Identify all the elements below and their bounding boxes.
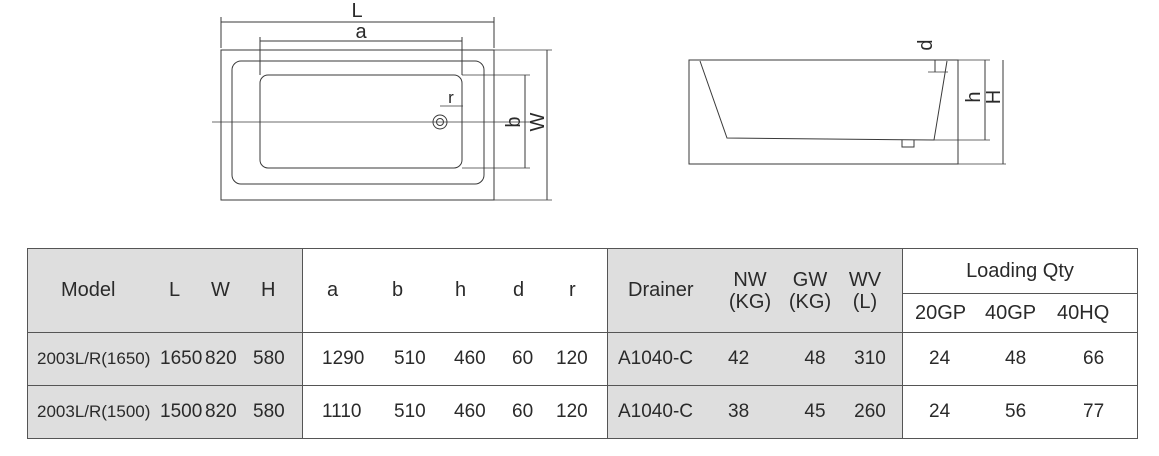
header-nw: NW	[733, 268, 767, 291]
row-dims-cell: 1290 510 460 60 120	[302, 332, 608, 386]
dim-label-r: r	[448, 88, 454, 107]
row-40gp: 48	[1005, 348, 1027, 369]
row-model-cell: 2003L/R(1650) 1650 820 580	[27, 332, 303, 386]
header-r: r	[569, 279, 576, 301]
dim-label-W: W	[527, 112, 549, 131]
header-20gp: 20GP	[915, 301, 967, 324]
dim-label-a: a	[355, 21, 367, 43]
row-d: 60	[512, 348, 534, 369]
top-view-drawing	[212, 17, 552, 201]
table-row: 2003L/R(1650) 1650 820 580 1290 510 460 …	[27, 332, 1138, 386]
header-h: h	[455, 279, 467, 301]
dim-label-L: L	[351, 0, 362, 22]
dim-label-H: H	[983, 90, 1005, 104]
row-20gp: 24	[929, 348, 951, 369]
row-drainer: A1040-C	[618, 401, 693, 422]
header-gw-group: GW (KG)	[780, 269, 840, 313]
header-nw-unit: (KG)	[728, 290, 772, 313]
row-gw: 45	[804, 401, 826, 422]
header-H: H	[261, 279, 276, 301]
header-drainer-weights: Drainer NW (KG) GW (KG) WV (L)	[607, 248, 903, 333]
header-containers: 20GP 40GP 40HQ	[902, 293, 1138, 333]
row-drainer-cell: A1040-C 38 45 260	[607, 385, 903, 439]
row-W: 820	[205, 348, 237, 369]
row-a: 1290	[322, 348, 365, 369]
row-r: 120	[556, 348, 588, 369]
row-wv: 260	[854, 401, 886, 422]
row-W: 820	[205, 401, 237, 422]
row-40gp: 56	[1005, 401, 1027, 422]
row-wv: 310	[854, 348, 886, 369]
header-b: b	[392, 279, 404, 301]
row-H: 580	[253, 348, 285, 369]
side-view-drawing	[688, 59, 1006, 165]
row-20gp: 24	[929, 401, 951, 422]
row-r: 120	[556, 401, 588, 422]
row-model: 2003L/R(1650)	[37, 349, 151, 368]
header-gw: GW	[792, 268, 828, 291]
row-h: 460	[454, 348, 486, 369]
header-wv-unit: (L)	[852, 290, 878, 313]
row-d: 60	[512, 401, 534, 422]
row-L: 1650	[160, 348, 203, 369]
row-loading-cell: 24 56 77	[902, 385, 1138, 439]
top-view-labels: L a r b W	[351, 0, 549, 131]
header-wv: WV	[848, 268, 882, 291]
row-b: 510	[394, 401, 426, 422]
header-model: Model	[61, 279, 116, 301]
dim-label-d: d	[915, 39, 937, 50]
header-40gp: 40GP	[985, 301, 1037, 324]
spec-table: Model L W H a b h d r Drainer NW (KG)	[27, 248, 1138, 439]
technical-drawing: L a r b W d h H	[212, 0, 1006, 201]
row-nw: 42	[728, 348, 750, 369]
header-loading-qty: Loading Qty	[902, 248, 1138, 294]
header-d: d	[513, 279, 525, 301]
header-nw-group: NW (KG)	[720, 269, 780, 313]
header-gw-unit: (KG)	[788, 290, 832, 313]
row-loading-cell: 24 48 66	[902, 332, 1138, 386]
row-dims-cell: 1110 510 460 60 120	[302, 385, 608, 439]
header-dims: a b h d r	[302, 248, 608, 333]
header-drainer: Drainer	[628, 279, 694, 301]
row-h: 460	[454, 401, 486, 422]
header-wv-group: WV (L)	[840, 269, 890, 313]
row-model: 2003L/R(1500)	[37, 402, 151, 421]
row-40hq: 77	[1083, 401, 1105, 422]
row-drainer-cell: A1040-C 42 48 310	[607, 332, 903, 386]
row-H: 580	[253, 401, 285, 422]
row-model-cell: 2003L/R(1500) 1500 820 580	[27, 385, 303, 439]
side-view-labels: d h H	[915, 39, 1005, 104]
header-W: W	[211, 279, 230, 301]
row-a: 1110	[322, 401, 362, 422]
row-gw: 48	[804, 348, 826, 369]
row-b: 510	[394, 348, 426, 369]
dim-label-b: b	[503, 116, 525, 127]
header-model-dims: Model L W H	[27, 248, 303, 333]
table-row: 2003L/R(1500) 1500 820 580 1110 510 460 …	[27, 385, 1138, 439]
row-40hq: 66	[1083, 348, 1105, 369]
row-L: 1500	[160, 401, 203, 422]
dim-label-h: h	[963, 91, 985, 102]
header-L: L	[169, 279, 181, 301]
header-a: a	[327, 279, 339, 301]
row-nw: 38	[728, 401, 750, 422]
header-40hq: 40HQ	[1057, 301, 1110, 324]
row-drainer: A1040-C	[618, 348, 693, 369]
